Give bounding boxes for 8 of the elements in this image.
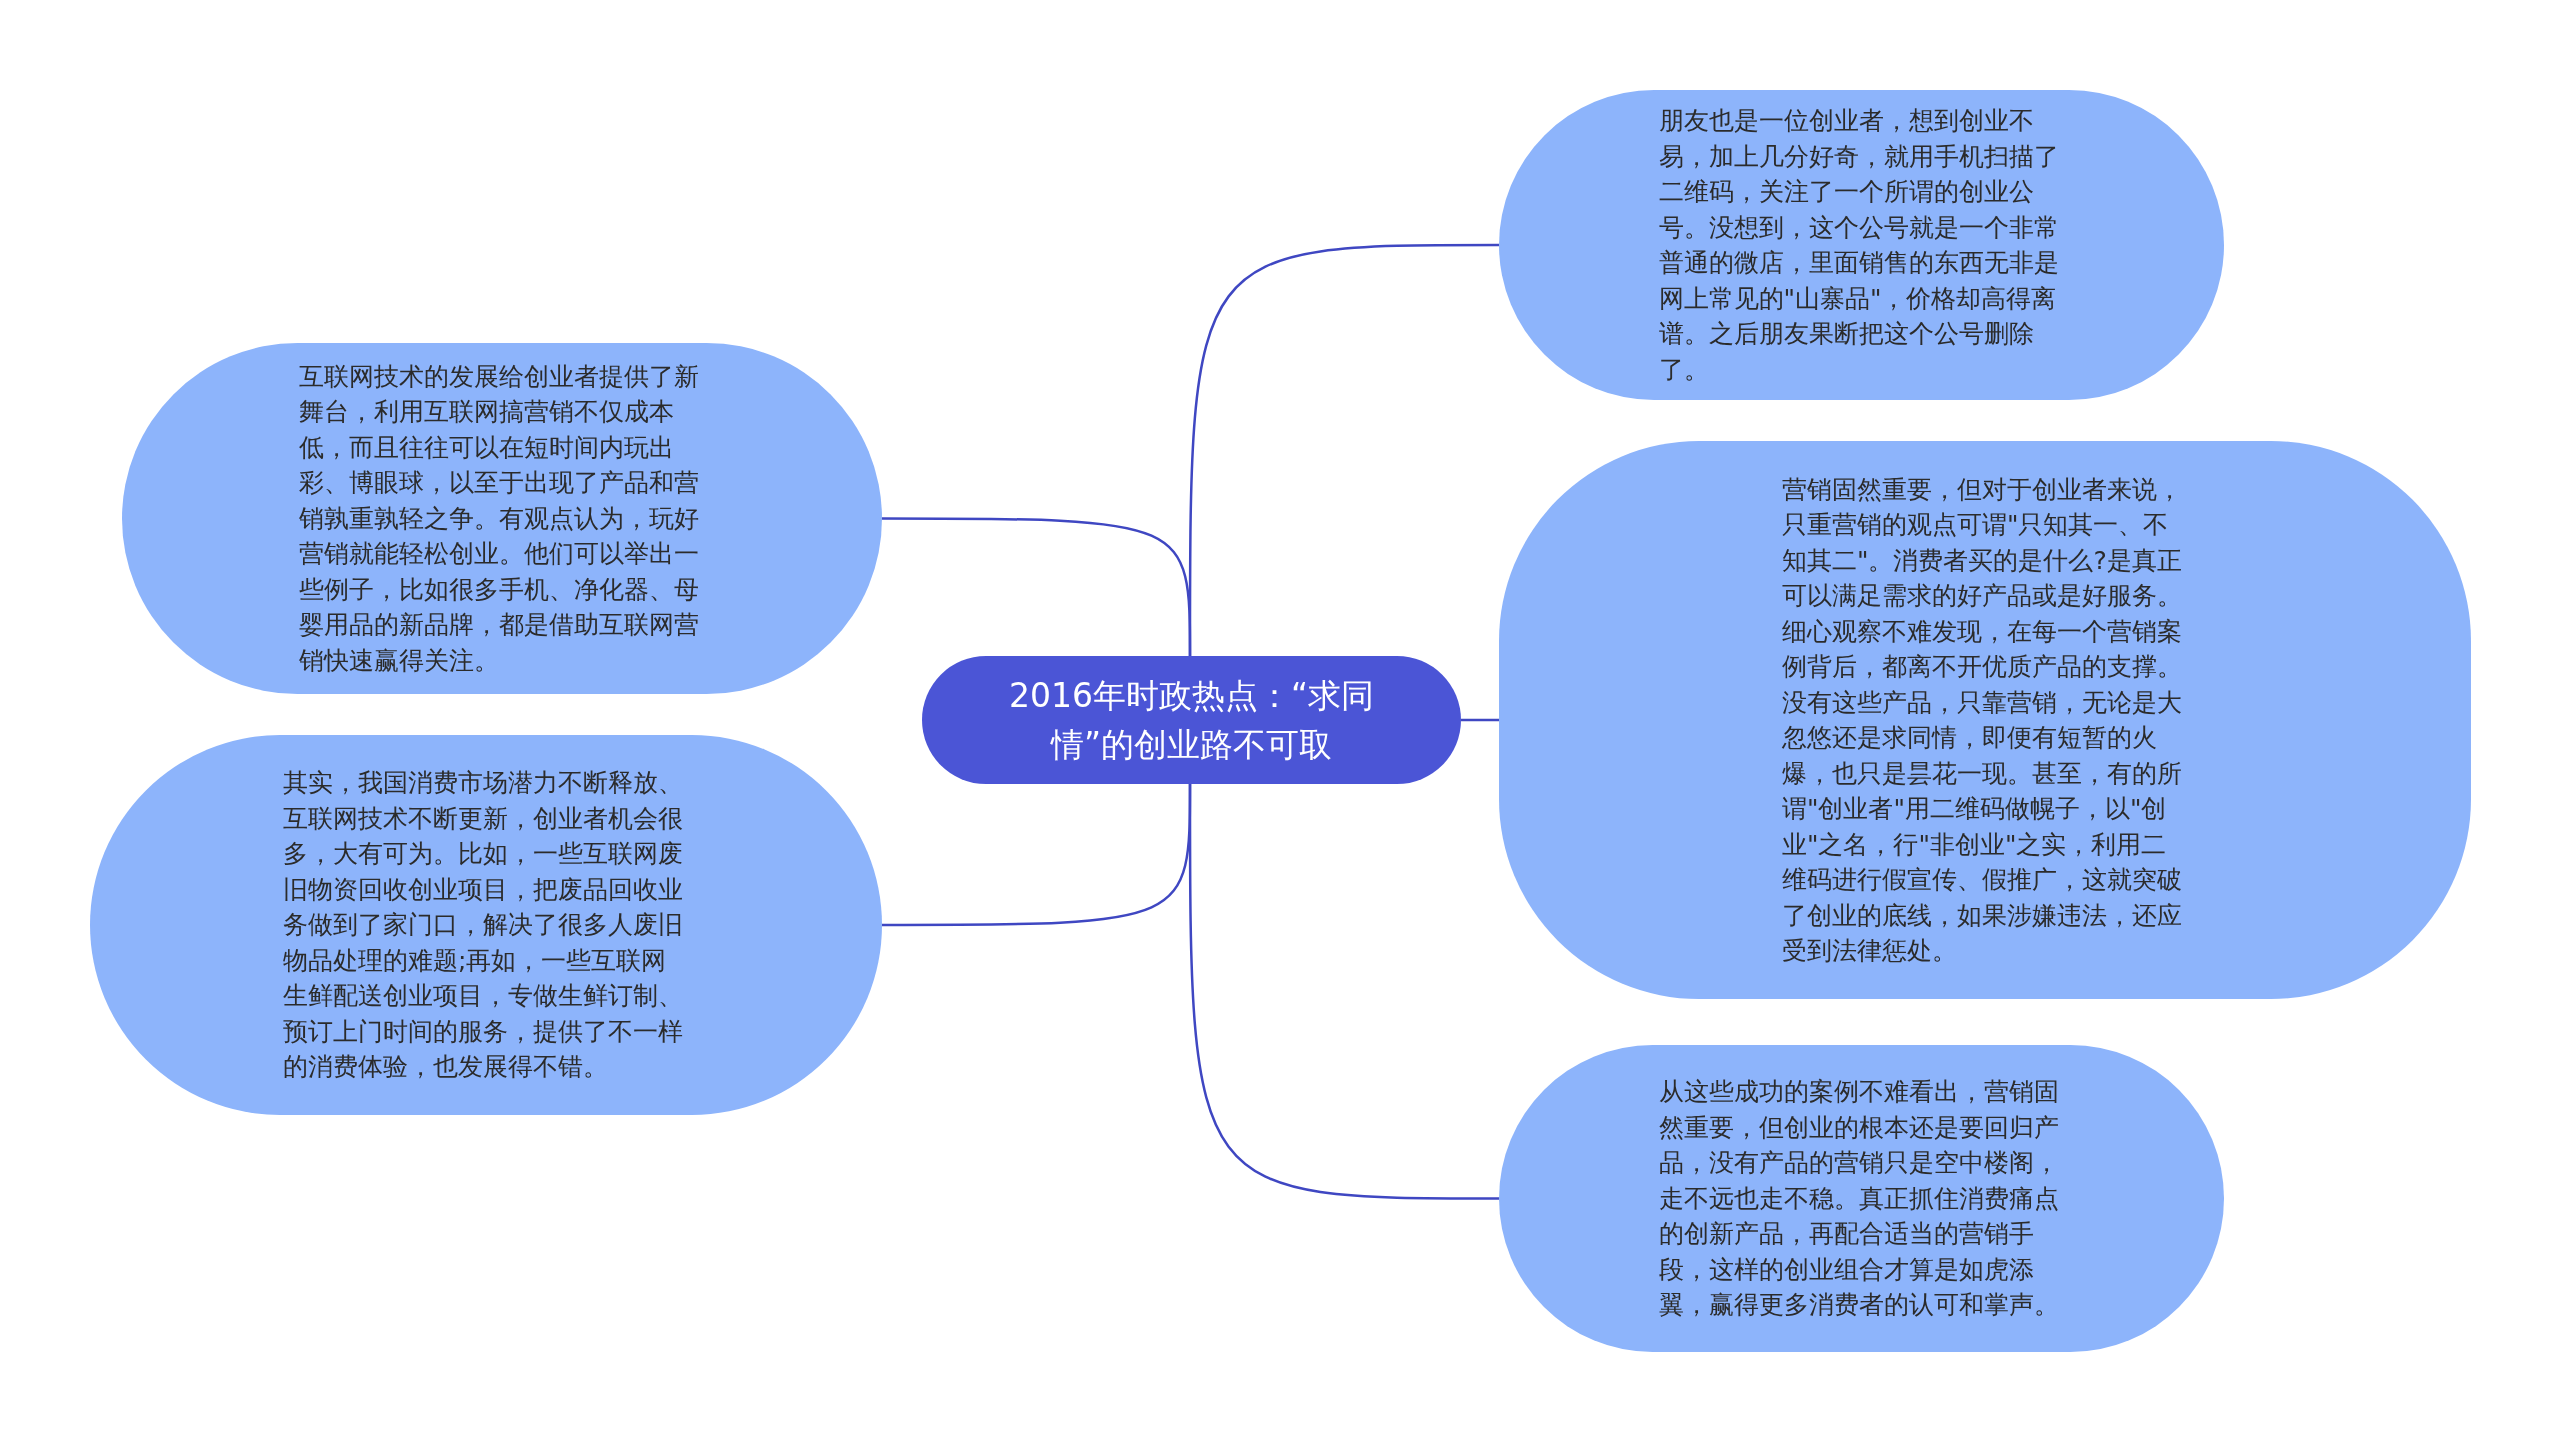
- connector-line: [1461, 718, 1499, 722]
- paragraph: 其实，我国消费市场潜力不断释放、互联网技术不断更新，创业者机会很多，大有可为。比如，一些互联网废旧物资回收创业项目，把废品回收业务做到了家门口，解决了很多人废旧物品处理的难题;再如，一些互联网生鲜配送创业项目，专做生鲜订制、预订上门时间的服务，提供了不一样的消费体验，也发展得不错。: [283, 767, 684, 1084]
- paragraph: 朋友也是一位创业者，想到创业不易，加上几分好奇，就用手机扫描了二维码，关注了一个所谓的创业公号。没想到，这个公号就是一个非常普通的微店，里面销售的东西无非是网上常见的"山寨品"，价格却高得离谱。之后朋友果断把这个公号删除了。: [1658, 105, 2060, 386]
- paragraph: 互联网技术的发展给创业者提供了新舞台，利用互联网搞营销不仅成本低，而且往往可以在短时间内玩出彩、博眼球，以至于出现了产品和营销孰重孰轻之争。有观点认为，玩好营销就能轻松创业。他们可以举出一些例子，比如很多手机、净化器、母婴用品的新品牌，都是借助互联网营销快速赢得关注。: [299, 360, 700, 677]
- paragraph: 从这些成功的案例不难看出，营销固然重要，但创业的根本还是要回归产品，没有产品的营销只是空中楼阁，走不远也走不稳。真正抓住消费痛点的创新产品，再配合适当的营销手段，这样的创业组合才算是如虎添翼，赢得更多消费者的认可和掌声。: [1658, 1076, 2060, 1322]
- paragraph: 营销固然重要，但对于创业者来说，只重营销的观点可谓"只知其一、不知其二"。消费者买的是什么?是真正可以满足需求的好产品或是好服务。细心观察不难发现，在每一个营销案例背后，都离不开优质产品的支撑。没有这些产品，只靠营销，无论是大忽悠还是求同情，即便有短暂的火爆，也只是昙花一现。甚至，有的所谓"创业者"用二维码做幌子，以"创业"之名，行"非创业"之实，利用二维码进行假宣传、假推广，这就突破了创业的底线，如果涉嫌违法，还应受到法律惩处。: [1782, 473, 2183, 967]
- topic-title: 2016年时政热点：“求同情”的创业路不可取: [1007, 675, 1376, 766]
- connector-line: [1188, 243, 1499, 656]
